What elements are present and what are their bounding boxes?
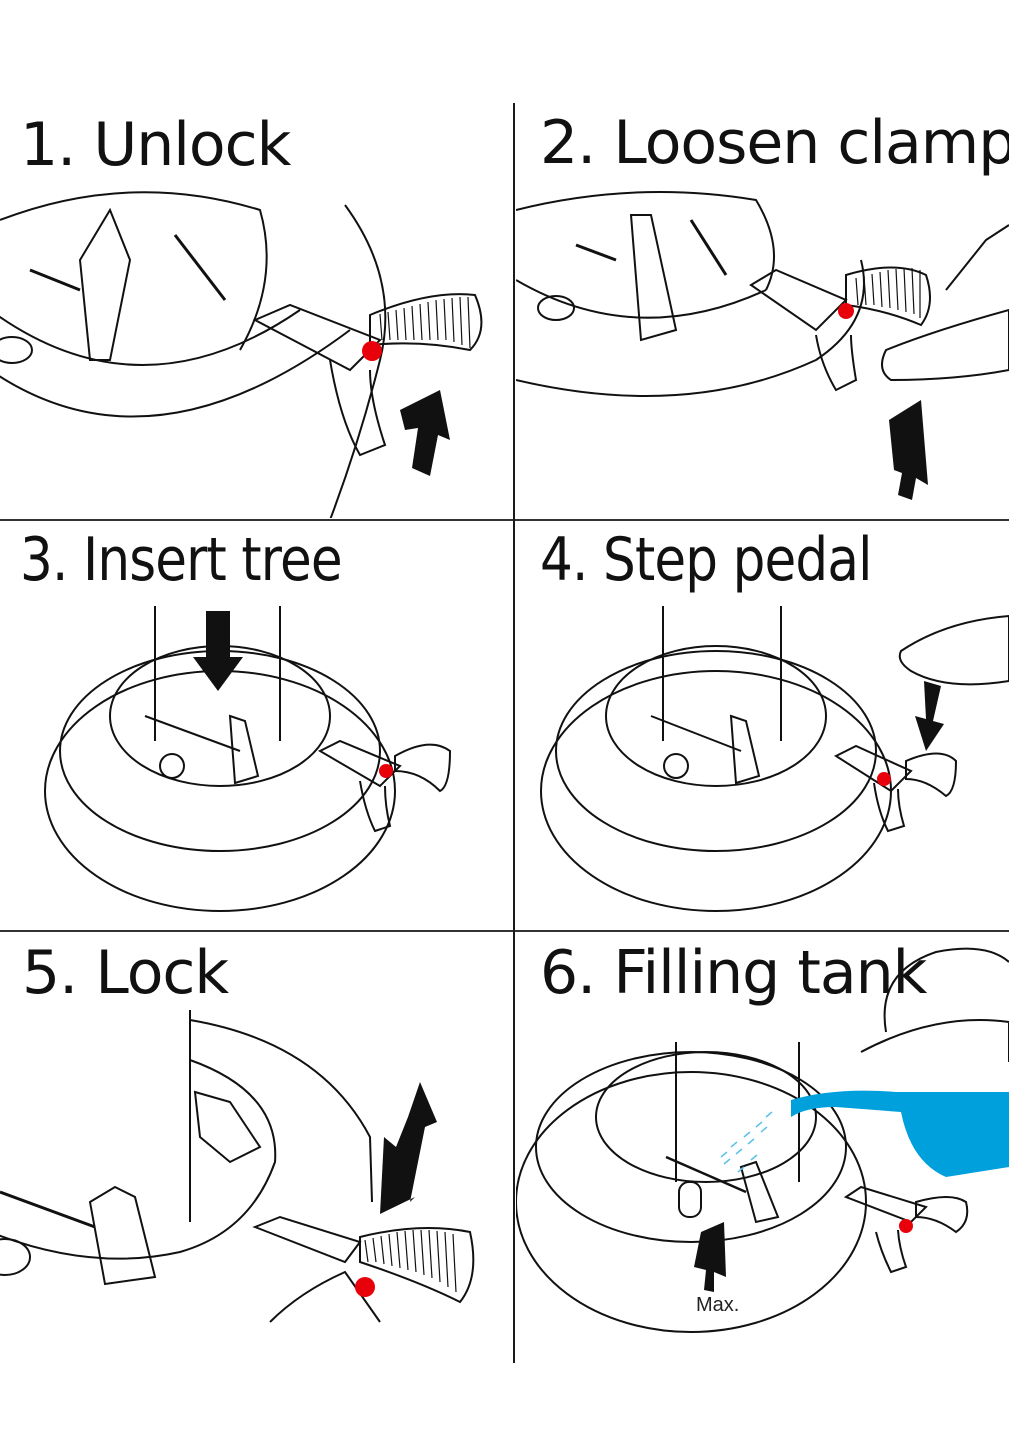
water-icon	[791, 1090, 1009, 1177]
indicator-red-dot	[362, 341, 382, 361]
indicator-red-dot	[355, 1277, 375, 1297]
step-title: 2. Loosen clamp	[540, 108, 1009, 178]
step-panel-2: 2. Loosen clamp	[516, 100, 1009, 518]
max-fill-label: Max.	[696, 1294, 740, 1316]
step-title: 4. Step pedal	[540, 525, 872, 595]
indicator-red-dot	[877, 772, 891, 786]
grid-divider-horizontal-2	[0, 930, 1009, 932]
stand-illustration	[0, 1010, 475, 1323]
step-panel-4: 4. Step pedal	[516, 521, 1009, 929]
stand-illustration	[0, 191, 483, 518]
step-title: 6. Filling tank	[540, 938, 927, 1008]
arrow-down-icon	[915, 681, 944, 751]
stand-illustration	[44, 606, 452, 912]
step-title: 1. Unlock	[20, 110, 291, 180]
step-title: 3. Insert tree	[20, 525, 343, 595]
arrow-up-icon	[400, 390, 450, 476]
water-stream-icon	[720, 1111, 773, 1173]
grid-divider-horizontal-1	[0, 519, 1009, 521]
step-panel-3: 3. Insert tree	[0, 521, 512, 929]
step-panel-1: 1. Unlock	[0, 100, 512, 518]
indicator-red-dot	[379, 764, 393, 778]
stand-illustration	[540, 606, 1009, 912]
stand-illustration	[516, 191, 1009, 500]
arrow-down-left-icon	[380, 1082, 437, 1214]
step-panel-5: 5. Lock	[0, 932, 512, 1362]
arrow-up-icon	[694, 1222, 726, 1292]
step-panel-6: 6. Filling tank Max.	[516, 932, 1009, 1362]
step-title: 5. Lock	[22, 938, 229, 1008]
arrow-up-icon	[889, 400, 928, 500]
arrow-down-icon	[193, 611, 243, 691]
stand-illustration	[516, 947, 1009, 1333]
indicator-red-dot	[899, 1219, 913, 1233]
indicator-red-dot	[838, 303, 854, 319]
grid-divider-vertical	[513, 103, 515, 1363]
